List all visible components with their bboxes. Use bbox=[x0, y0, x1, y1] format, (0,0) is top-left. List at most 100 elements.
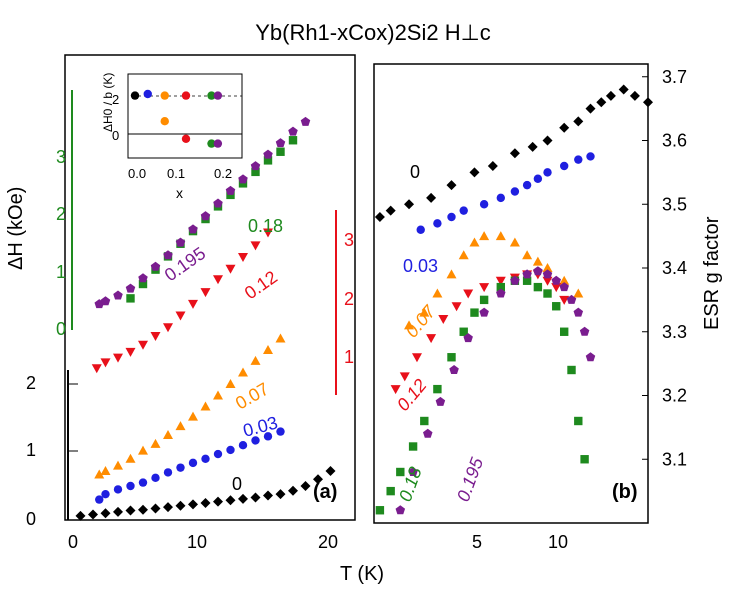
b-point-007-2 bbox=[432, 288, 443, 298]
inset-xlabel: x bbox=[176, 185, 183, 201]
a-point-012-8 bbox=[188, 299, 198, 309]
a-label-x003: 0.03 bbox=[241, 412, 280, 440]
inset-point-3 bbox=[160, 117, 169, 126]
a-point-007-0 bbox=[94, 469, 105, 479]
inset-xtick-01: 0.1 bbox=[167, 166, 185, 181]
a-point-0195-9 bbox=[200, 211, 211, 221]
a-point-0195-17 bbox=[300, 116, 311, 126]
a-point-018-1 bbox=[138, 279, 148, 289]
b-point-007-12 bbox=[559, 275, 570, 285]
panel-a-annotations: 0 0.03 0.07 0.12 0.18 0.195 bbox=[161, 216, 283, 494]
b-point-003-7 bbox=[522, 180, 532, 190]
a-point-0-12 bbox=[225, 495, 236, 506]
a-point-0-17 bbox=[288, 485, 298, 496]
a-point-012-3 bbox=[125, 347, 136, 357]
a-point-0195-13 bbox=[250, 161, 261, 171]
a-point-0195-16 bbox=[288, 126, 298, 136]
a-point-0195-11 bbox=[225, 185, 236, 195]
b-point-0-0 bbox=[374, 212, 385, 222]
a-point-018-12 bbox=[276, 147, 285, 156]
b-point-007-7 bbox=[495, 231, 506, 241]
a-point-007-7 bbox=[175, 421, 186, 431]
a-ylabel: ΔH (kOe) bbox=[5, 187, 27, 270]
a-point-0195-6 bbox=[163, 250, 173, 260]
b-xtick-10: 10 bbox=[548, 532, 568, 552]
b-label-x0: 0 bbox=[410, 162, 420, 182]
b-point-0-1 bbox=[385, 205, 396, 216]
b-point-018-10 bbox=[496, 282, 505, 292]
b-point-018-18 bbox=[574, 416, 583, 426]
inset-point-1 bbox=[143, 89, 152, 99]
panel-a-inset: 0 2 0.0 0.1 0.2 x ΔH0 / b (K) bbox=[101, 73, 243, 201]
a-point-003-6 bbox=[163, 468, 173, 477]
a-point-0-13 bbox=[238, 493, 248, 504]
b-point-003-8 bbox=[533, 174, 543, 183]
b-point-007-13 bbox=[573, 288, 584, 298]
a-point-0-2 bbox=[100, 508, 111, 519]
a-point-0-10 bbox=[200, 498, 211, 508]
b-point-0195-1 bbox=[408, 467, 418, 477]
b-ylabel: ESR g factor bbox=[701, 216, 723, 330]
b-point-003-12 bbox=[586, 152, 595, 161]
inset-point-7 bbox=[207, 139, 216, 148]
b-point-0195-13 bbox=[559, 282, 569, 292]
b-point-003-9 bbox=[543, 168, 552, 177]
b-point-003-6 bbox=[510, 187, 520, 196]
b-point-012-2 bbox=[411, 353, 422, 363]
b-point-0-12 bbox=[585, 103, 596, 114]
b-point-0195-11 bbox=[542, 269, 553, 279]
a-point-0195-10 bbox=[213, 198, 223, 208]
b-point-012-0 bbox=[390, 385, 401, 395]
b-point-007-4 bbox=[458, 250, 469, 260]
b-point-018-4 bbox=[420, 416, 429, 426]
b-point-0195-16 bbox=[579, 326, 590, 336]
b-point-0-5 bbox=[469, 167, 480, 178]
b-point-012-12 bbox=[542, 276, 553, 286]
b-point-018-16 bbox=[559, 327, 569, 336]
b-ytick-label-3: 3.4 bbox=[662, 258, 687, 278]
a-point-0-19 bbox=[313, 474, 323, 485]
b-point-007-1 bbox=[419, 307, 430, 317]
b-label-x003: 0.03 bbox=[403, 256, 438, 276]
a-point-003-3 bbox=[126, 481, 135, 491]
a-red-ytick-1: 1 bbox=[344, 347, 354, 367]
a-point-0-1 bbox=[88, 509, 98, 520]
b-point-0195-17 bbox=[585, 352, 596, 362]
a-ytick-1: 1 bbox=[26, 440, 36, 460]
a-point-007-12 bbox=[238, 367, 248, 377]
b-point-012-14 bbox=[559, 295, 570, 305]
b-point-0-7 bbox=[509, 148, 520, 159]
b-point-003-5 bbox=[496, 193, 505, 203]
a-point-0195-4 bbox=[138, 273, 148, 283]
b-point-0195-0 bbox=[395, 505, 406, 515]
a-point-012-0 bbox=[91, 364, 102, 374]
inset-marks bbox=[130, 89, 223, 148]
a-point-012-14 bbox=[263, 228, 273, 238]
inset-point-0 bbox=[130, 91, 140, 100]
a-point-0-9 bbox=[188, 499, 198, 510]
a-point-0195-5 bbox=[150, 261, 161, 271]
b-point-018-6 bbox=[447, 353, 456, 362]
a-label-x018: 0.18 bbox=[248, 216, 283, 236]
a-point-0-11 bbox=[213, 496, 223, 507]
a-point-012-1 bbox=[100, 358, 111, 368]
a-label-x0: 0 bbox=[232, 474, 242, 494]
panel-b-yticks: 3.13.23.33.43.53.63.7 bbox=[642, 67, 687, 469]
a-point-0195-2 bbox=[113, 290, 123, 300]
a-point-003-14 bbox=[263, 432, 273, 441]
b-point-012-3 bbox=[426, 334, 437, 344]
b-point-018-12 bbox=[522, 276, 532, 285]
a-xtick-10: 10 bbox=[187, 532, 207, 552]
a-point-012-12 bbox=[238, 253, 248, 263]
panel-a-axes: 0 1 2 0 1 2 3 1 2 3 ΔH (kOe) 0 10 20 T (… bbox=[5, 90, 384, 585]
b-ytick-label-1: 3.2 bbox=[662, 386, 687, 406]
inset-ytick-0: 0 bbox=[112, 128, 119, 143]
a-point-007-14 bbox=[263, 345, 273, 354]
a-point-007-5 bbox=[150, 438, 161, 448]
a-point-0-16 bbox=[275, 489, 286, 500]
a-point-012-9 bbox=[200, 288, 211, 298]
a-point-012-6 bbox=[163, 323, 173, 333]
b-label-x012: 0.12 bbox=[393, 375, 431, 415]
a-point-007-1 bbox=[100, 466, 111, 476]
